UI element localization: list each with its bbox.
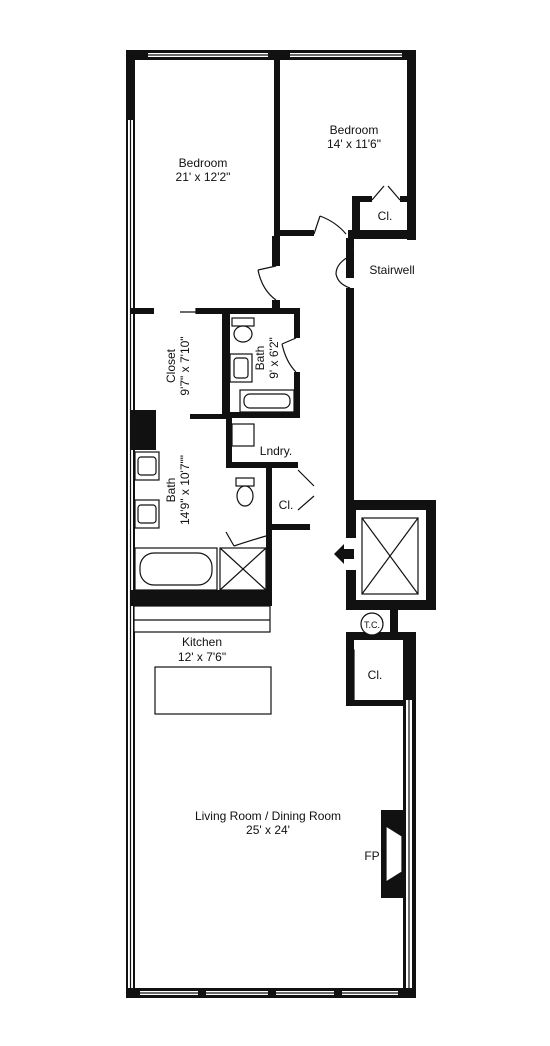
- closet-living-label: Cl.: [368, 668, 383, 682]
- bedroom2-size: 14' x 11'6": [327, 137, 381, 151]
- interior-walls: [130, 58, 410, 706]
- bath-master-name: Bath: [164, 478, 178, 503]
- exterior-walls: [126, 50, 436, 1000]
- closet-hall-label: Cl.: [279, 498, 294, 512]
- stairwell-label: Stairwell: [369, 263, 414, 277]
- doors: [180, 185, 401, 700]
- bedroom2-name: Bedroom: [330, 123, 379, 137]
- kitchen-name: Kitchen: [182, 635, 222, 649]
- trash-chute-label: T.C.: [364, 620, 380, 630]
- bath-master-size: 14'9" x 10'7"": [178, 455, 192, 525]
- fireplace-label: FP: [364, 849, 379, 863]
- closet-master-name: Closet: [164, 348, 178, 383]
- closet-bed2-label: Cl.: [378, 209, 393, 223]
- room-labels: Bedroom 21' x 12'2" Bedroom 14' x 11'6" …: [164, 123, 415, 863]
- bath-small-size: 9' x 6'2": [267, 337, 281, 379]
- closet-master-size: 9'7" x 7'10": [178, 336, 192, 395]
- living-size: 25' x 24': [246, 823, 290, 837]
- kitchen-size: 12' x 7'6": [178, 650, 226, 664]
- bedroom1-size: 21' x 12'2": [176, 170, 231, 184]
- bedroom1-name: Bedroom: [179, 156, 228, 170]
- laundry-label: Lndry.: [260, 444, 292, 458]
- fixtures: [133, 317, 419, 898]
- bath-small-name: Bath: [253, 346, 267, 371]
- living-name: Living Room / Dining Room: [195, 809, 341, 823]
